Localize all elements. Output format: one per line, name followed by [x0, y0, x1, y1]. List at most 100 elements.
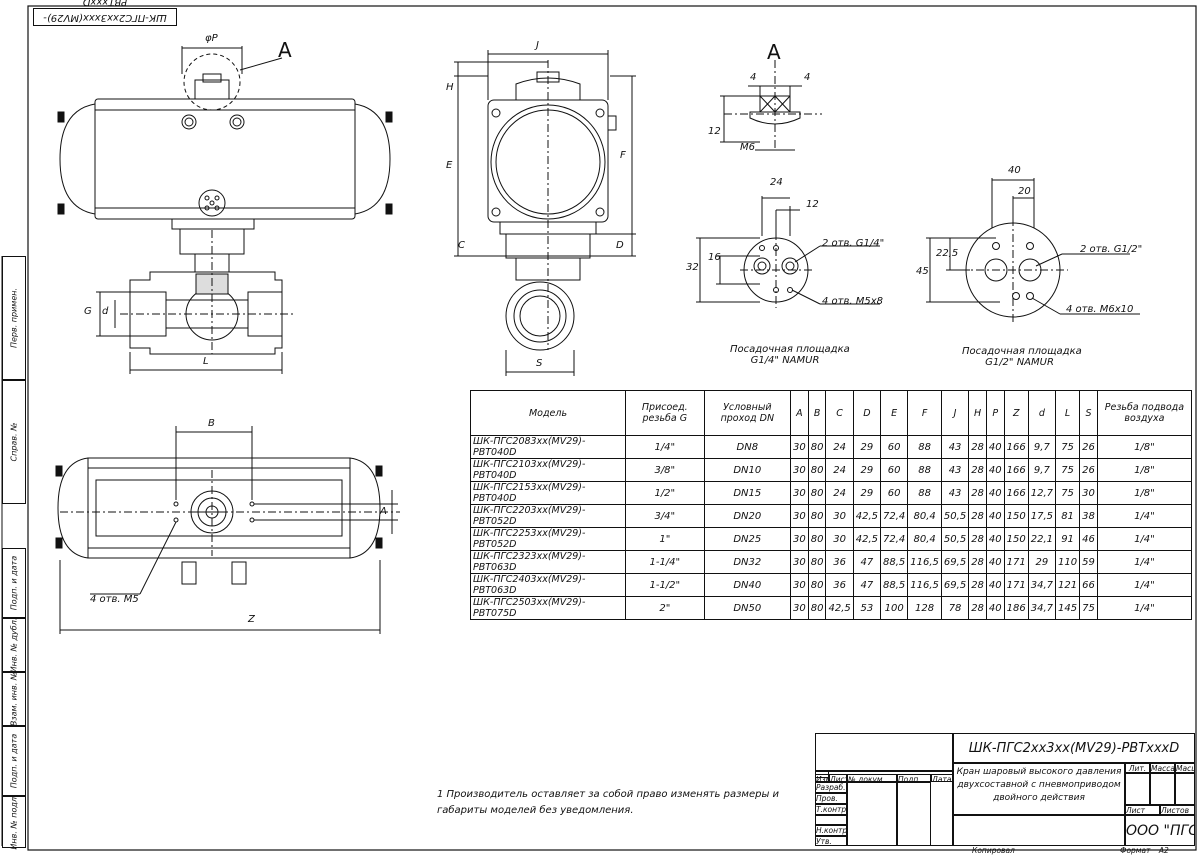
- format-label: Формат A2: [1120, 846, 1169, 855]
- table-cell: 47: [852, 550, 882, 574]
- table-cell: 46: [1079, 527, 1098, 551]
- table-cell: 72,4: [880, 504, 909, 528]
- table-cell: 26: [1079, 435, 1098, 459]
- table-cell: 26: [1079, 458, 1098, 482]
- table-cell: 88,5: [880, 550, 909, 574]
- dim-B: B: [208, 418, 215, 429]
- label-4-holes-m5: 4 отв. M5: [90, 594, 139, 605]
- table-cell: 166: [1003, 458, 1029, 482]
- table-cell: 78: [940, 596, 970, 620]
- table-cell: 29: [1027, 550, 1057, 574]
- side-view: [454, 50, 636, 376]
- table-cell: DN10: [703, 458, 792, 482]
- table-cell: ШК-ПГС2103хх(MV29)-PBT040D: [470, 458, 626, 482]
- table-cell: 80: [807, 435, 827, 459]
- col-listov-label: Листов 1: [1160, 805, 1195, 815]
- table-cell: 28: [968, 504, 987, 528]
- table-header-cell: Условный проход DN: [703, 390, 792, 436]
- dim-32: 32: [686, 262, 699, 273]
- table-cell: 28: [968, 596, 987, 620]
- dim-phiP: φP: [205, 33, 218, 44]
- dim-16: 16: [708, 252, 721, 263]
- table-cell: 30: [1079, 481, 1098, 505]
- dim-G: G: [84, 306, 92, 317]
- table-cell: 80: [807, 481, 827, 505]
- table-cell: 22,1: [1027, 527, 1057, 551]
- table-cell: 1-1/4": [625, 550, 705, 574]
- table-cell: 81: [1055, 504, 1081, 528]
- table-cell: 72,4: [880, 527, 909, 551]
- dim-24: 24: [770, 177, 783, 188]
- table-cell: 42,5: [825, 596, 854, 620]
- dim-Z: Z: [248, 614, 255, 625]
- table-cell: 80,4: [907, 504, 942, 528]
- table-cell: 38: [1079, 504, 1098, 528]
- table-cell: 28: [968, 527, 987, 551]
- table-cell: ШК-ПГС2153хх(MV29)-PBT040D: [470, 481, 626, 505]
- table-cell: ШК-ПГС2203хх(MV29)-PBT052D: [470, 504, 626, 528]
- table-cell: ШК-ПГС2403хх(MV29)-PBT063D: [470, 573, 626, 597]
- table-cell: DN8: [703, 435, 792, 459]
- table-cell: 1/4": [1096, 550, 1193, 574]
- table-cell: 30: [825, 504, 854, 528]
- col-izm: Изм.: [815, 774, 829, 782]
- table-cell: 59: [1079, 550, 1098, 574]
- dim-4a: 4: [750, 72, 757, 83]
- table-cell: 80: [807, 550, 827, 574]
- table-cell: 30: [790, 504, 809, 528]
- table-cell: 28: [968, 481, 987, 505]
- table-cell: ШК-ПГС2083хх(MV29)-PBT040D: [470, 435, 626, 459]
- table-cell: 40: [985, 596, 1005, 620]
- table-cell: 150: [1003, 504, 1029, 528]
- dim-40: 40: [1008, 165, 1021, 176]
- table-cell: 29: [852, 435, 882, 459]
- table-cell: 80: [807, 458, 827, 482]
- dim-d: d: [102, 306, 109, 317]
- side-cell-podp-data-2: Подп. и дата: [2, 726, 26, 796]
- col-podp: Подп.: [897, 774, 931, 782]
- table-cell: 43: [940, 481, 970, 505]
- table-cell: 1/4": [1096, 504, 1193, 528]
- col-list: Лист: [829, 774, 847, 782]
- table-cell: 88: [907, 458, 942, 482]
- table-cell: 40: [985, 435, 1005, 459]
- table-cell: 60: [880, 435, 909, 459]
- table-cell: 75: [1055, 458, 1081, 482]
- dim-m6: M6: [740, 142, 755, 153]
- table-header-cell: E: [880, 390, 909, 436]
- table-cell: DN32: [703, 550, 792, 574]
- col-list-label: Лист: [1125, 805, 1160, 815]
- table-cell: 28: [968, 550, 987, 574]
- table-cell: ШК-ПГС2323хх(MV29)-PBT063D: [470, 550, 626, 574]
- col-masshtab: Масштаб: [1175, 763, 1195, 773]
- dim-4b: 4: [804, 72, 811, 83]
- table-cell: DN15: [703, 481, 792, 505]
- table-cell: 80: [807, 527, 827, 551]
- table-cell: 88,5: [880, 573, 909, 597]
- pad-g14: [696, 196, 880, 308]
- table-cell: 50,5: [940, 504, 970, 528]
- table-cell: 110: [1055, 550, 1081, 574]
- table-cell: 50,5: [940, 527, 970, 551]
- table-cell: 80: [807, 504, 827, 528]
- table-header-cell: Z: [1003, 390, 1029, 436]
- dim-20: 20: [1018, 186, 1031, 197]
- table-cell: 1/4": [1096, 527, 1193, 551]
- table-cell: 3/4": [625, 504, 705, 528]
- table-header-cell: D: [852, 390, 882, 436]
- table-cell: 40: [985, 550, 1005, 574]
- dim-12b: 12: [806, 199, 819, 210]
- table-cell: 30: [790, 435, 809, 459]
- table-cell: 28: [968, 458, 987, 482]
- table-header-cell: L: [1055, 390, 1081, 436]
- table-cell: 1/2": [625, 481, 705, 505]
- table-cell: 29: [852, 481, 882, 505]
- table-header-cell: H: [968, 390, 987, 436]
- pad-g12: [926, 178, 1140, 322]
